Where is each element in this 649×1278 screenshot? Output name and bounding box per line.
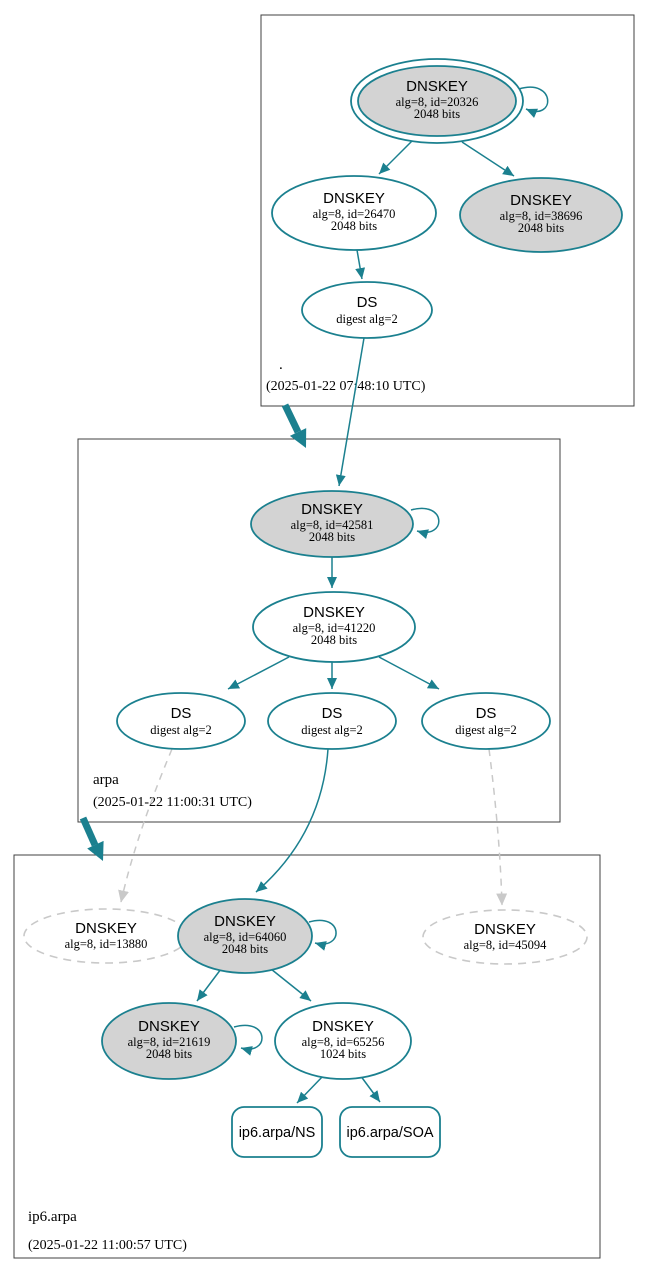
node-attr: digest alg=2 [301, 723, 363, 737]
zone-ip6arpa-name-label: ip6.arpa [28, 1209, 77, 1225]
edge-arpa-ds1-to-13880-bogus [118, 748, 173, 903]
node-attr: alg=8, id=42581 [291, 518, 374, 532]
dnskey-ellipse [459, 177, 623, 253]
node-attr: 2048 bits [414, 107, 460, 121]
rrset-label: ip6.arpa/NS [239, 1125, 316, 1141]
node-dnskey-64060[interactable]: DNSKEY alg=8, id=64060 2048 bits [177, 898, 313, 974]
node-dnskey-13880-missing[interactable]: DNSKEY alg=8, id=13880 [23, 908, 189, 964]
edge-64060-self-loop [308, 919, 337, 951]
node-attr: 2048 bits [222, 942, 268, 956]
node-attr: digest alg=2 [455, 723, 517, 737]
node-title: DNSKEY [75, 920, 137, 937]
node-dnskey-65256[interactable]: DNSKEY alg=8, id=65256 1024 bits [274, 1002, 412, 1080]
edge-20326-self-loop [518, 86, 549, 118]
edge-arpa-ds3-to-45094-bogus [488, 748, 508, 906]
rrset-rect [339, 1106, 441, 1158]
zone-root-timestamp: (2025-01-22 07:48:10 UTC) [266, 379, 426, 394]
node-attr: alg=8, id=20326 [396, 95, 479, 109]
edge-64060-to-65256 [270, 968, 312, 1002]
node-rrset-ip6arpa-ns[interactable]: ip6.arpa/NS [231, 1106, 323, 1158]
node-ds-root[interactable]: DS digest alg=2 [301, 281, 433, 339]
dnskey-ellipse [101, 1002, 237, 1080]
rrset-rect [231, 1106, 323, 1158]
node-title: DNSKEY [214, 913, 276, 930]
node-attr: alg=8, id=65256 [302, 1035, 385, 1049]
node-attr: alg=8, id=13880 [65, 937, 148, 951]
node-title: DNSKEY [138, 1018, 200, 1035]
node-dnskey-38696[interactable]: DNSKEY alg=8, id=38696 2048 bits [459, 177, 623, 253]
node-attr: alg=8, id=26470 [313, 207, 396, 221]
node-title: DS [476, 705, 497, 722]
node-attr: 2048 bits [146, 1047, 192, 1061]
ds-ellipse [301, 281, 433, 339]
node-title: DNSKEY [303, 604, 365, 621]
node-title: DNSKEY [510, 192, 572, 209]
edge-arpa-ds2-to-64060 [255, 748, 329, 893]
node-dnskey-45094-missing[interactable]: DNSKEY alg=8, id=45094 [422, 909, 588, 965]
edge-delegation-root-to-arpa-arrowhead [289, 428, 307, 448]
zone-root-name-label: . [279, 357, 283, 373]
node-title: DS [171, 705, 192, 722]
node-dnskey-41220[interactable]: DNSKEY alg=8, id=41220 2048 bits [252, 591, 416, 663]
edges [79, 86, 549, 1104]
node-attr: alg=8, id=38696 [500, 209, 583, 223]
node-title: DS [357, 294, 378, 311]
rrset-label: ip6.arpa/SOA [346, 1125, 433, 1141]
node-attr: 2048 bits [331, 219, 377, 233]
edge-41220-to-ds3 [378, 656, 440, 690]
node-rrset-ip6arpa-soa[interactable]: ip6.arpa/SOA [339, 1106, 441, 1158]
dnskey-ellipse [357, 65, 517, 137]
node-attr: alg=8, id=64060 [204, 930, 287, 944]
node-attr: 2048 bits [518, 221, 564, 235]
node-attr: digest alg=2 [336, 312, 398, 326]
node-attr: digest alg=2 [150, 723, 212, 737]
node-ds-arpa-3[interactable]: DS digest alg=2 [421, 692, 551, 750]
edge-20326-to-26470 [378, 140, 413, 175]
dnskey-ellipse [252, 591, 416, 663]
node-ds-arpa-1[interactable]: DS digest alg=2 [116, 692, 246, 750]
zone-arpa-timestamp: (2025-01-22 11:00:31 UTC) [93, 795, 252, 810]
ds-ellipse [116, 692, 246, 750]
node-dnskey-26470[interactable]: DNSKEY alg=8, id=26470 2048 bits [271, 175, 437, 251]
edge-20326-to-38696 [461, 141, 515, 177]
node-attr: 2048 bits [311, 633, 357, 647]
edge-delegation-root-to-arpa-shaft [281, 403, 302, 434]
edge-delegation-arpa-to-ip6arpa-shaft [79, 816, 99, 847]
edge-delegation-arpa-to-ip6arpa-arrowhead [87, 840, 104, 861]
edge-65256-to-soa-rrset [359, 1074, 381, 1103]
node-title: DNSKEY [474, 921, 536, 938]
node-attr: 2048 bits [309, 530, 355, 544]
dnskey-missing-ellipse [422, 909, 588, 965]
node-ds-arpa-2[interactable]: DS digest alg=2 [267, 692, 397, 750]
ds-ellipse [267, 692, 397, 750]
dnskey-ellipse [177, 898, 313, 974]
node-title: DS [322, 705, 343, 722]
node-attr: alg=8, id=41220 [293, 621, 376, 635]
node-title: DNSKEY [301, 501, 363, 518]
edge-root-ds-to-42581 [335, 337, 365, 487]
node-attr: 1024 bits [320, 1047, 366, 1061]
node-dnskey-20326-trust-anchor[interactable]: DNSKEY alg=8, id=20326 2048 bits [350, 58, 524, 144]
node-attr: alg=8, id=45094 [464, 938, 548, 952]
zone-arpa-name-label: arpa [93, 772, 119, 788]
dnskey-ellipse [250, 490, 414, 558]
dnskey-ellipse [271, 175, 437, 251]
edge-42581-self-loop [410, 507, 440, 539]
node-title: DNSKEY [323, 190, 385, 207]
edge-41220-to-ds1 [227, 656, 290, 690]
edge-26470-to-ds [355, 249, 366, 280]
node-dnskey-21619[interactable]: DNSKEY alg=8, id=21619 2048 bits [101, 1002, 237, 1080]
node-attr: alg=8, id=21619 [128, 1035, 211, 1049]
node-title: DNSKEY [406, 78, 468, 95]
edge-21619-self-loop [233, 1024, 263, 1056]
dnskey-ellipse [274, 1002, 412, 1080]
ds-ellipse [421, 692, 551, 750]
zone-ip6arpa-timestamp: (2025-01-22 11:00:57 UTC) [28, 1238, 187, 1253]
edge-64060-to-21619 [196, 968, 222, 1002]
node-dnskey-42581[interactable]: DNSKEY alg=8, id=42581 2048 bits [250, 490, 414, 558]
node-title: DNSKEY [312, 1018, 374, 1035]
edge-65256-to-ns-rrset [296, 1074, 325, 1104]
